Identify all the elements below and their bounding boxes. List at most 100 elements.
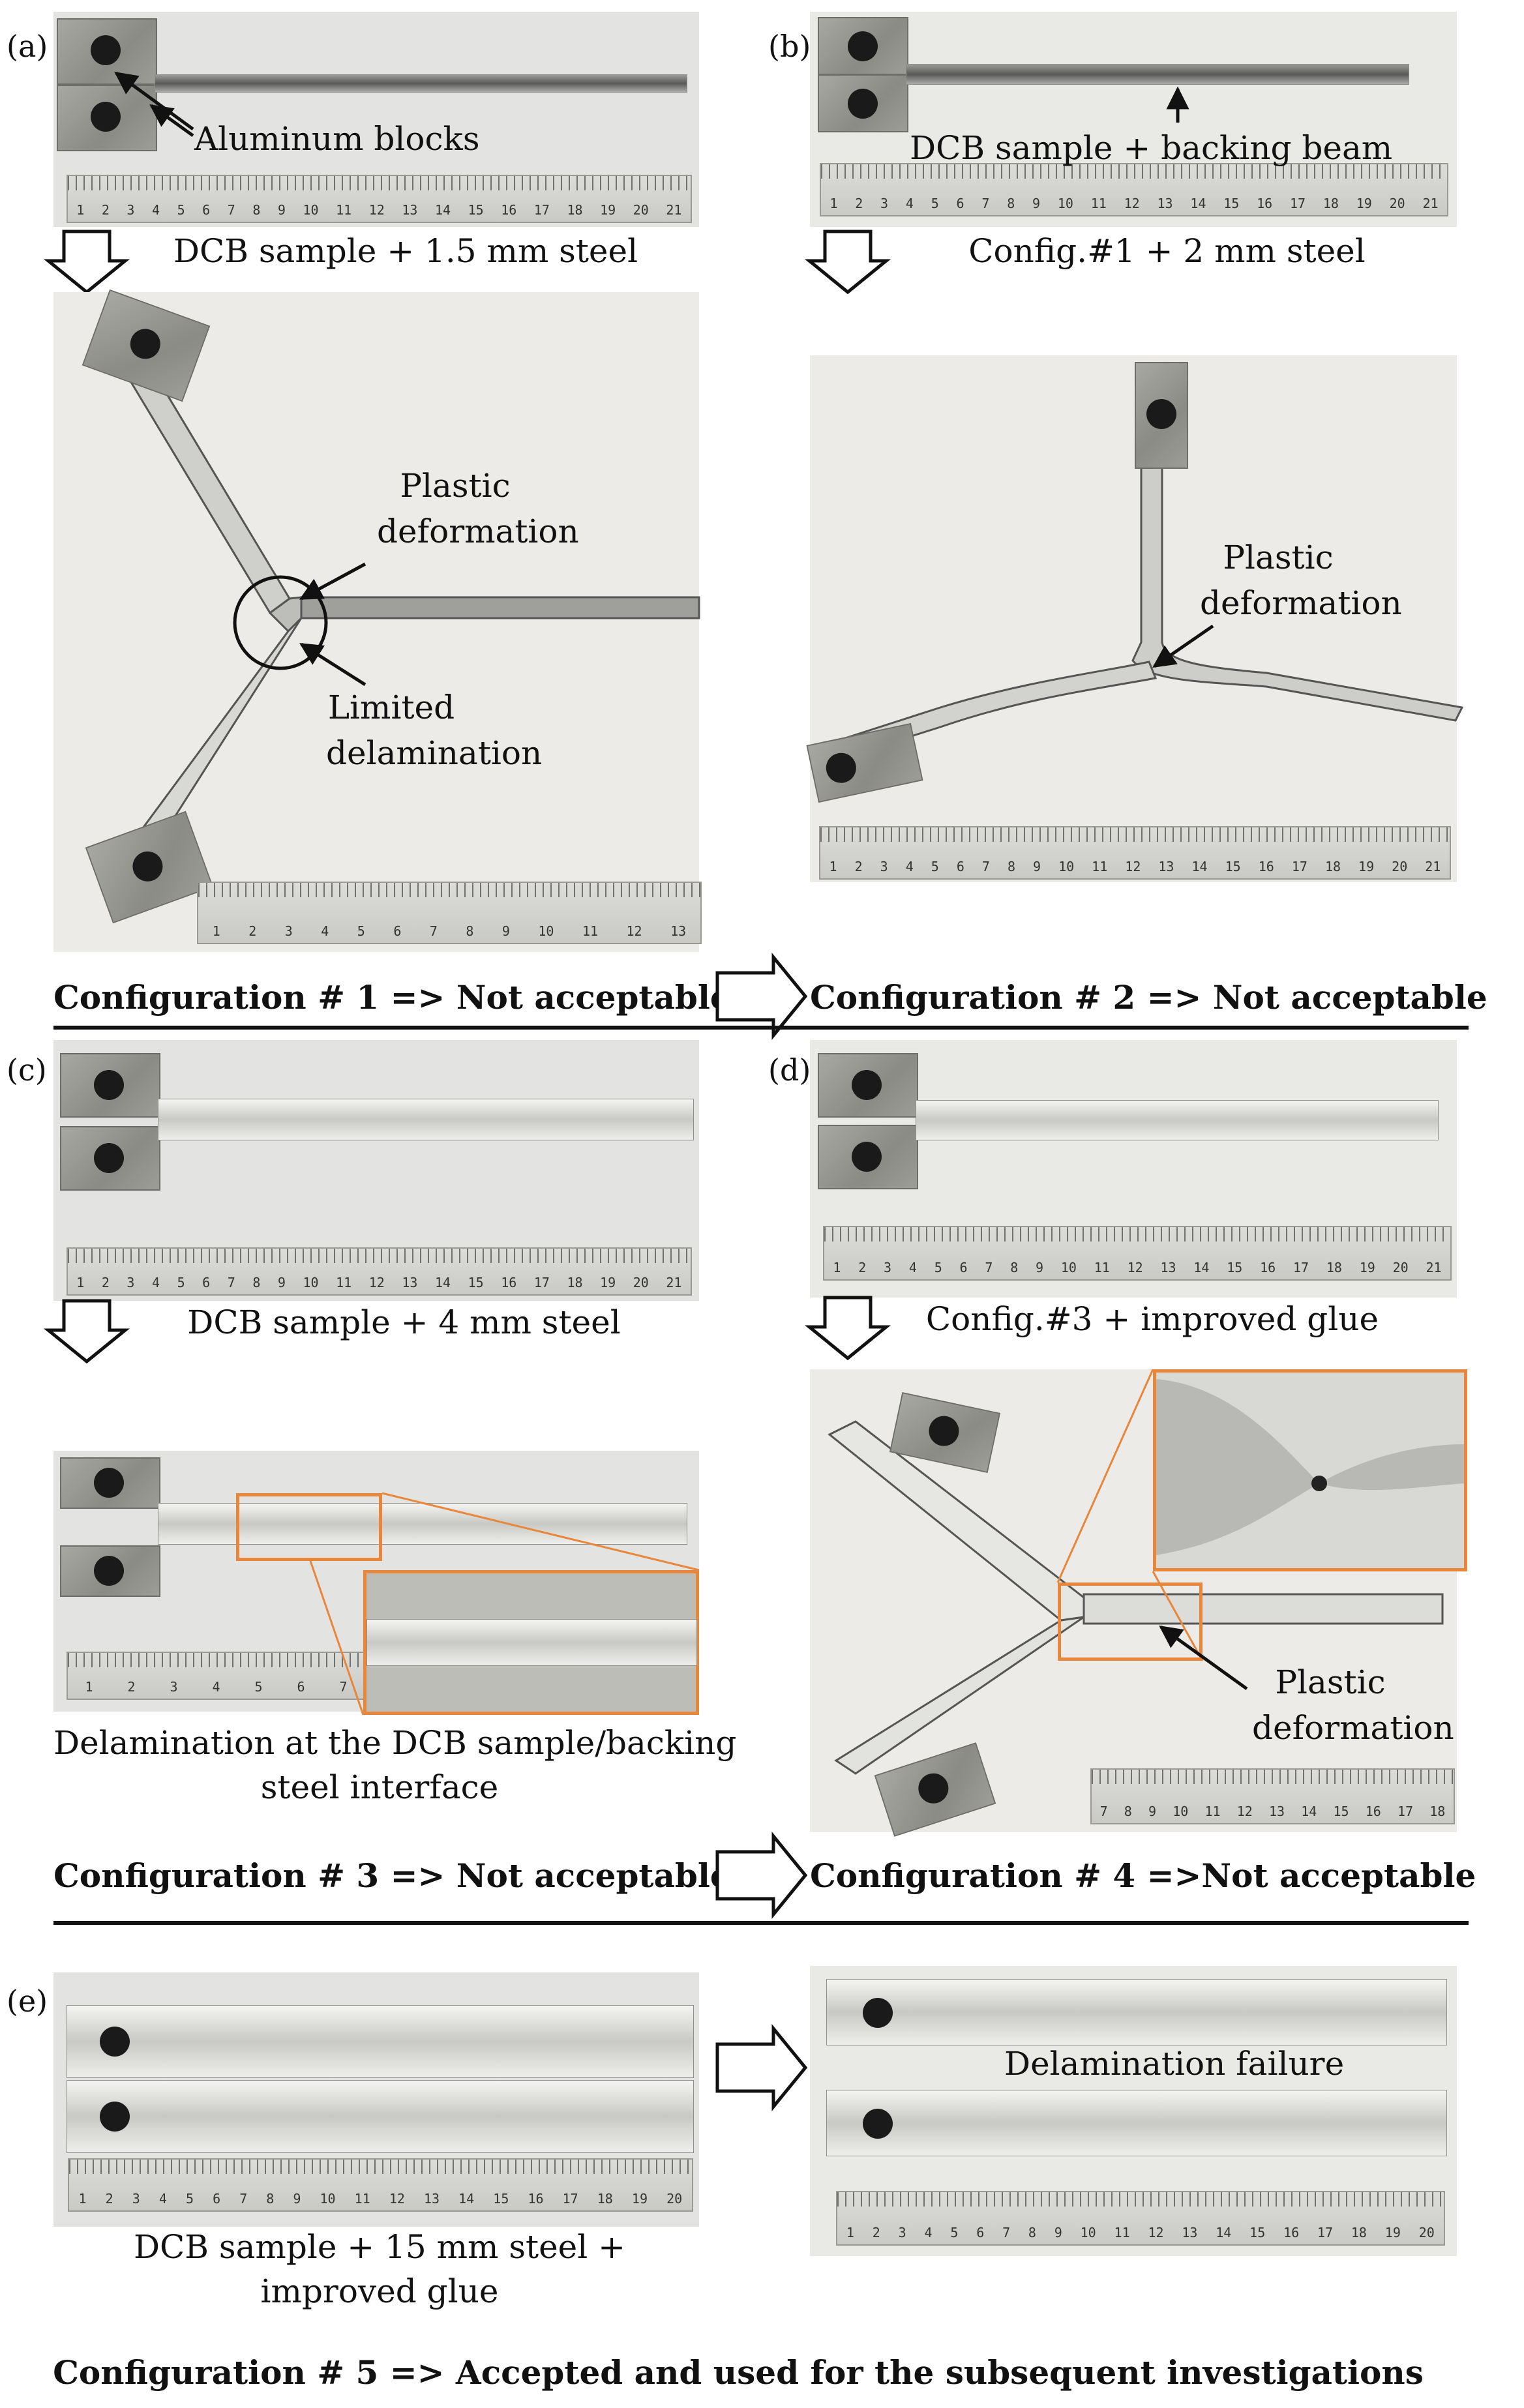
- ruler-number: 13: [423, 2191, 440, 2207]
- ruler-number: 11: [354, 2191, 370, 2207]
- panel-d-caption: Config.#3 + improved glue: [925, 1300, 1379, 1338]
- ruler-ticks: [837, 2192, 1444, 2207]
- ruler-number: 20: [1392, 859, 1408, 874]
- ruler-number: 5: [357, 923, 365, 939]
- down-arrow-icon: [804, 1296, 891, 1361]
- hole-icon: [100, 2027, 130, 2057]
- ruler-number: 14: [1190, 196, 1206, 211]
- ruler-number: 1: [833, 1260, 841, 1275]
- dcb-sample-bar: [906, 64, 1409, 85]
- ruler-number: 16: [501, 202, 517, 218]
- down-arrow-icon: [804, 230, 891, 295]
- ruler-number: 16: [501, 1275, 517, 1290]
- ruler-number: 12: [1124, 196, 1140, 211]
- ruler-number: 13: [402, 1275, 418, 1290]
- inset-crack-detail: [1156, 1379, 1464, 1555]
- right-arrow-row2: [715, 1831, 808, 1920]
- ruler-number: 19: [1358, 859, 1375, 874]
- ruler-number: 11: [1094, 1260, 1110, 1275]
- ruler-number: 20: [633, 1275, 649, 1290]
- ruler-ticks: [68, 1249, 691, 1263]
- ruler-number: 15: [493, 2191, 509, 2207]
- ruler-number: 14: [458, 2191, 475, 2207]
- aluminum-block-bottom: [818, 74, 908, 132]
- caption-line: improved glue: [260, 2272, 499, 2310]
- ruler-number: 10: [1080, 2225, 1096, 2240]
- ruler-number: 6: [956, 196, 964, 211]
- ruler-number: 8: [252, 1275, 261, 1290]
- config4-verdict: Configuration # 4 =>Not acceptable: [810, 1856, 1476, 1895]
- ruler-number: 9: [277, 1275, 286, 1290]
- ruler-number: 15: [468, 1275, 484, 1290]
- ruler-number: 13: [1182, 2225, 1198, 2240]
- right-arrow-row1: [715, 952, 808, 1041]
- ruler-number: 1: [829, 859, 837, 874]
- ruler-number: 4: [152, 202, 160, 218]
- ruler-number: 12: [368, 1275, 385, 1290]
- aluminum-block-top: [818, 17, 908, 75]
- ruler-number: 21: [666, 202, 682, 218]
- ruler-number: 7: [985, 1260, 993, 1275]
- ruler-number: 6: [976, 2225, 985, 2240]
- panel-a-arrows: [114, 71, 194, 138]
- ruler-number: 17: [562, 2191, 578, 2207]
- ruler-number: 9: [1032, 196, 1041, 211]
- ruler-number: 5: [934, 1260, 942, 1275]
- ruler-number: 4: [212, 1679, 220, 1695]
- ruler-number: 20: [633, 202, 649, 218]
- panel-d-tag: (d): [768, 1052, 811, 1088]
- ruler-number: 11: [582, 923, 599, 939]
- aluminum-block-bottom: [57, 85, 157, 151]
- ruler-number: 8: [252, 202, 261, 218]
- config4-specimen: [828, 1420, 1444, 1775]
- ruler-number: 3: [170, 1679, 178, 1695]
- ruler-number: 11: [336, 202, 352, 218]
- ruler-number: 5: [950, 2225, 959, 2240]
- right-arrow-icon: [715, 952, 808, 1041]
- ruler-number: 1: [846, 2225, 854, 2240]
- aluminum-block-top: [1135, 362, 1188, 469]
- config5-verdict: Configuration # 5 => Accepted and used f…: [53, 2353, 1424, 2392]
- ruler-ticks: [69, 2160, 692, 2174]
- aluminum-block-top: [57, 18, 157, 85]
- ruler-number: 13: [1268, 1804, 1285, 1819]
- annotation-line: Plastic: [1275, 1663, 1386, 1701]
- panel-c-caption: DCB sample + 4 mm steel: [187, 1303, 621, 1341]
- ruler-number: 20: [666, 2191, 683, 2207]
- ruler-number: 17: [1289, 196, 1306, 211]
- down-arrows-row1: [43, 230, 891, 295]
- ruler-number: 21: [1426, 1260, 1442, 1275]
- ruler-number: 2: [858, 1260, 867, 1275]
- ruler-number: 20: [1418, 2225, 1435, 2240]
- ruler-number: 17: [533, 1275, 550, 1290]
- separated-beam-bottom: [826, 2090, 1447, 2156]
- zoom-inset: [1153, 1369, 1467, 1571]
- ruler-number: 16: [1283, 2225, 1300, 2240]
- ruler-number: 7: [227, 202, 235, 218]
- ruler-number: 8: [1010, 1260, 1019, 1275]
- ruler-number: 5: [254, 1679, 263, 1695]
- ruler-number: 1: [76, 1275, 85, 1290]
- hole-icon: [91, 35, 121, 65]
- ruler-number: 2: [105, 2191, 113, 2207]
- ruler-number: 10: [538, 923, 554, 939]
- ruler-number: 8: [1007, 859, 1015, 874]
- steel-backing-bar: [158, 1099, 694, 1140]
- hole-icon: [94, 1070, 124, 1100]
- down-arrow-icon: [43, 1299, 130, 1364]
- ruler-number: 2: [127, 1679, 136, 1695]
- ruler-number: 11: [1090, 196, 1107, 211]
- zoom-inset: [363, 1570, 699, 1715]
- ruler-number: 7: [1002, 2225, 1011, 2240]
- ruler-number: 5: [931, 196, 939, 211]
- ruler-number: 10: [1057, 196, 1073, 211]
- ruler-number: 12: [626, 923, 642, 939]
